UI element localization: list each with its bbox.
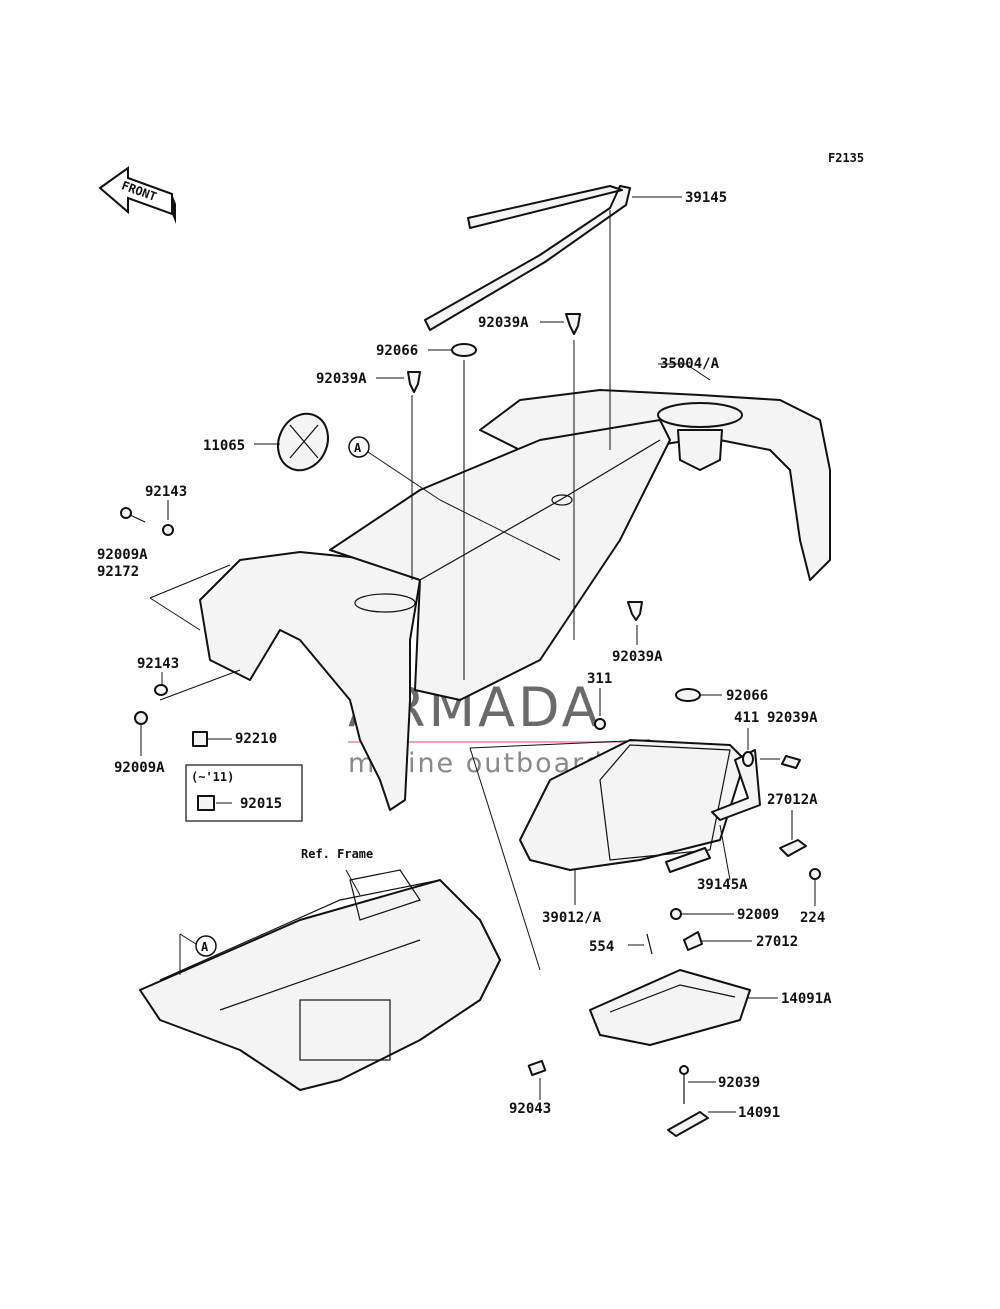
leader-lines (140, 196, 816, 1113)
fastener-92039a-top (565, 313, 581, 335)
part-label: 14091A (781, 991, 832, 1007)
part-label: 311 (587, 671, 612, 687)
part-label: 92066 (726, 688, 768, 704)
part-label: 411 (734, 710, 759, 726)
ref-frame-label: Ref. Frame (301, 847, 373, 861)
part-label: 27012 (756, 934, 798, 950)
clip-92210 (192, 731, 208, 747)
part-label: 92009 (737, 907, 779, 923)
body-panel (329, 419, 671, 701)
callout-a-frame: A (195, 935, 217, 957)
part-label: 92039A (612, 649, 663, 665)
part-label: 92009A (97, 547, 148, 563)
screw-92009a-bottom (134, 711, 148, 725)
part-label: 92143 (137, 656, 179, 672)
fastener-92039a-left (407, 371, 421, 393)
figure-code: F2135 (828, 151, 864, 165)
handle-grip (665, 847, 711, 873)
washer-92143-bottom (154, 684, 168, 696)
fastener-92039a-right (627, 601, 643, 621)
washer-411 (742, 751, 754, 767)
part-label: 92039 (718, 1075, 760, 1091)
part-label: 92015 (240, 796, 282, 812)
washer-92143-top (162, 524, 174, 536)
handle-39145a (711, 749, 761, 821)
lid-14091a (589, 969, 751, 1046)
part-label: 14091 (738, 1105, 780, 1121)
part-label: 11065 (203, 438, 245, 454)
part-label: 224 (800, 910, 825, 926)
part-label: 92066 (376, 343, 418, 359)
cap-92066-top (451, 343, 477, 357)
ref-frame (139, 869, 501, 1091)
latch-14091 (667, 1111, 709, 1137)
front-arrow-icon: FRONT (98, 166, 176, 224)
bracket-27012 (683, 931, 703, 951)
part-label: 92009A (114, 760, 165, 776)
model-note-box (185, 764, 303, 822)
part-label: 92039A (316, 371, 367, 387)
svg-text:A: A (201, 940, 209, 954)
rear-box-39012 (519, 739, 746, 871)
bracket-27012a (779, 839, 807, 857)
clip-92015 (197, 795, 215, 811)
screw-92009 (670, 908, 682, 920)
svg-text:A: A (354, 441, 362, 455)
part-label: 39012/A (542, 910, 602, 926)
part-label: 92043 (509, 1101, 551, 1117)
cap-11065 (277, 412, 329, 472)
screw-92009a-top (120, 507, 146, 523)
part-label: 39145A (697, 877, 748, 893)
part-label: 27012A (767, 792, 818, 808)
part-label: 92143 (145, 484, 187, 500)
model-note: (~'11) (191, 770, 234, 784)
screw-224 (809, 868, 821, 880)
part-label: 554 (589, 939, 614, 955)
nut-311 (594, 718, 606, 730)
part-label: 92039A (478, 315, 529, 331)
pin-554 (646, 933, 653, 955)
part-label: 39145 (685, 190, 727, 206)
callout-a-top: A (348, 436, 370, 458)
cap-92066-box (675, 688, 701, 702)
fastener-92039a-box (781, 755, 801, 769)
part-label: 92210 (235, 731, 277, 747)
pin-92043 (527, 1059, 547, 1077)
rivet-92039 (679, 1065, 689, 1104)
part-label: 35004/A (660, 356, 720, 372)
handle-bar-39145 (424, 185, 631, 331)
part-label: 92172 (97, 564, 139, 580)
part-label: 92039A (767, 710, 818, 726)
